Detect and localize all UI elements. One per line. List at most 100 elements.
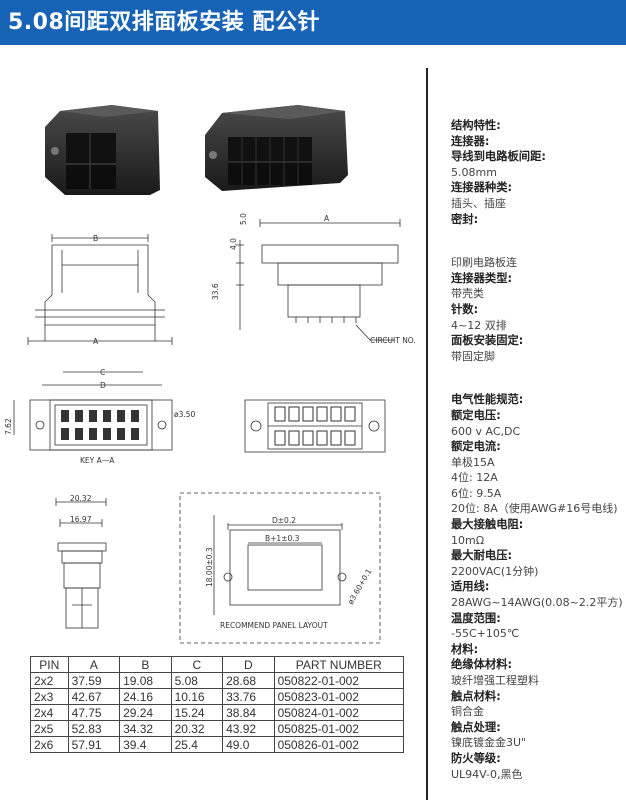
- panel-cutout-view-drawing: [244, 399, 386, 453]
- spec-treatment-value: 镍底镀金金3U": [451, 736, 527, 750]
- table-cell: 15.24: [170, 704, 224, 721]
- spec-wire-value: 28AWG~14AWG(0.08~2.2平方): [451, 596, 623, 610]
- technical-drawings: B A A 5.0 4.0 33.6 CIRCUIT NO.: [0, 45, 424, 655]
- spec-current-20: 20位: 8A（使用AWG#16号电线): [451, 502, 618, 516]
- spec-elec-label: 电气性能规范:: [451, 393, 524, 407]
- dim-33-6-label: 33.6: [211, 283, 220, 300]
- dim-a-label: A: [93, 337, 99, 346]
- spec-material-label: 材料:: [451, 642, 479, 656]
- spec-current-4: 4位: 12A: [451, 471, 498, 485]
- product-photo-left: [45, 105, 160, 195]
- table-row: 2x5 52.83 34.32 20.32 43.92 050825-01-00…: [30, 720, 405, 737]
- table-cell: 52.83: [67, 720, 121, 737]
- dim-hole2-label: ø3.60+0.1: [346, 567, 374, 606]
- spec-current-1: 单极15A: [451, 455, 495, 469]
- spec-panel-value: 带固定脚: [451, 349, 495, 363]
- table-cell: 33.76: [222, 688, 275, 705]
- spec-resistance-label: 最大接触电阻:: [451, 518, 524, 532]
- spec-withstand-value: 2200VAC(1分钟): [451, 564, 539, 578]
- table-header-cell: C: [170, 656, 224, 673]
- spec-temp-value: -55C+105℃: [451, 627, 520, 641]
- profile-view-drawing: [55, 498, 107, 629]
- table-cell: 38.84: [222, 704, 275, 721]
- table-cell: 49.0: [222, 736, 275, 753]
- key-view-drawing: [13, 371, 173, 451]
- table-cell: 28.68: [222, 672, 275, 689]
- table-cell: 2x5: [30, 720, 69, 737]
- circuit-no-label: CIRCUIT NO.: [370, 336, 416, 345]
- dim-b-tol-label: B+1±0.3: [265, 534, 300, 543]
- table-cell: 050823-01-002: [273, 688, 405, 705]
- table-cell: 19.08: [119, 672, 172, 689]
- panel-cutout-contacts: [274, 406, 356, 446]
- key-aa-label: KEY A—A: [80, 456, 115, 465]
- spec-connector-type-label: 连接器类型:: [451, 271, 513, 285]
- table-cell: 34.32: [119, 720, 172, 737]
- spec-struct-label: 结构特性:: [451, 119, 501, 132]
- table-header-cell: B: [119, 656, 172, 673]
- table-cell: 39.4: [119, 736, 172, 753]
- dim-18-00-label: 18.00±0.3: [205, 547, 214, 587]
- table-cell: 42.67: [67, 688, 121, 705]
- spec-voltage-label: 额定电压:: [451, 408, 501, 422]
- panel-layout-drawing: [179, 492, 381, 644]
- table-row: 2x6 57.91 39.4 25.4 49.0 050826-01-002: [30, 736, 405, 753]
- spec-connector-label: 连接器:: [451, 134, 490, 148]
- spec-current-6: 6位: 9.5A: [451, 486, 502, 500]
- dim-a-side-label: A: [324, 214, 330, 223]
- spec-type-label: 连接器种类:: [451, 181, 513, 195]
- key-view-pins: [61, 410, 139, 440]
- dim-20-32-label: 20.32: [70, 494, 92, 503]
- dim-d-tol-label: D±0.2: [272, 516, 296, 525]
- table-cell: 10.16: [170, 688, 224, 705]
- spec-pins-label: 针数:: [451, 302, 479, 316]
- table-cell: 050826-01-002: [273, 736, 405, 753]
- table-cell: 2x3: [30, 688, 69, 705]
- spec-insulator-value: 玻纤增强工程塑料: [451, 674, 539, 687]
- dim-c-label: C: [100, 368, 105, 377]
- spec-connector-type-value: 带壳类: [451, 287, 484, 301]
- table-header-cell: D: [222, 656, 275, 673]
- table-row: 2x2 37.59 19.08 5.08 28.68 050822-01-002: [30, 672, 405, 689]
- table-cell: 29.24: [119, 704, 172, 721]
- spec-withstand-label: 最大耐电压:: [451, 549, 513, 563]
- table-row: 2x3 42.67 24.16 10.16 33.76 050823-01-00…: [30, 688, 405, 705]
- spec-panel: 结构特性: 连接器: 导线到电路板间距: 5.08mm 连接器种类: 插头、插座…: [451, 118, 623, 782]
- table-cell: 050825-01-002: [273, 720, 405, 737]
- table-header-cell: PIN: [30, 656, 69, 673]
- table-cell: 5.08: [170, 672, 224, 689]
- pin-dimension-table: PIN A B C D PART NUMBER 2x2 37.59 19.08 …: [30, 656, 405, 753]
- spec-type-value: 插头、插座: [451, 196, 506, 210]
- spec-pcb-value: 印刷电路板连: [451, 256, 517, 270]
- spec-pins-value: 4~12 双排: [451, 318, 507, 332]
- table-cell: 2x6: [30, 736, 69, 753]
- spec-panel-label: 面板安装固定:: [451, 334, 524, 348]
- spec-wire-label: 适用线:: [451, 580, 490, 594]
- table-cell: 2x4: [30, 704, 69, 721]
- dim-7-62-label: 7.62: [4, 418, 13, 435]
- spec-treatment-label: 触点处理:: [451, 720, 501, 734]
- table-cell: 050822-01-002: [273, 672, 405, 689]
- spec-flame-value: UL94V-0,黑色: [451, 767, 523, 781]
- spec-resistance-value: 10mΩ: [451, 533, 485, 547]
- dim-hole-label: ø3.50: [174, 410, 196, 419]
- table-cell: 25.4: [170, 736, 224, 753]
- table-cell: 57.91: [67, 736, 121, 753]
- spec-seal-label: 密封:: [451, 212, 479, 226]
- table-cell: 43.92: [222, 720, 275, 737]
- spec-contact-label: 触点材料:: [451, 689, 501, 703]
- spec-pitch-value: 5.08mm: [451, 165, 497, 179]
- spec-contact-value: 铜合金: [451, 705, 484, 719]
- table-header-cell: PART NUMBER: [273, 656, 405, 673]
- spec-pitch-label: 导线到电路板间距:: [451, 150, 546, 164]
- dim-16-97-label: 16.97: [70, 515, 92, 524]
- spec-flame-label: 防火等级:: [451, 751, 501, 765]
- table-row: 2x4 47.75 29.24 15.24 38.84 050824-01-00…: [30, 704, 405, 721]
- table-cell: 37.59: [67, 672, 121, 689]
- table-header-row: PIN A B C D PART NUMBER: [30, 656, 405, 673]
- table-header-cell: A: [67, 656, 121, 673]
- dim-d-label: D: [100, 381, 106, 390]
- front-view-drawing: [27, 234, 173, 345]
- vertical-divider: [426, 68, 428, 800]
- side-view-drawing: [236, 219, 401, 341]
